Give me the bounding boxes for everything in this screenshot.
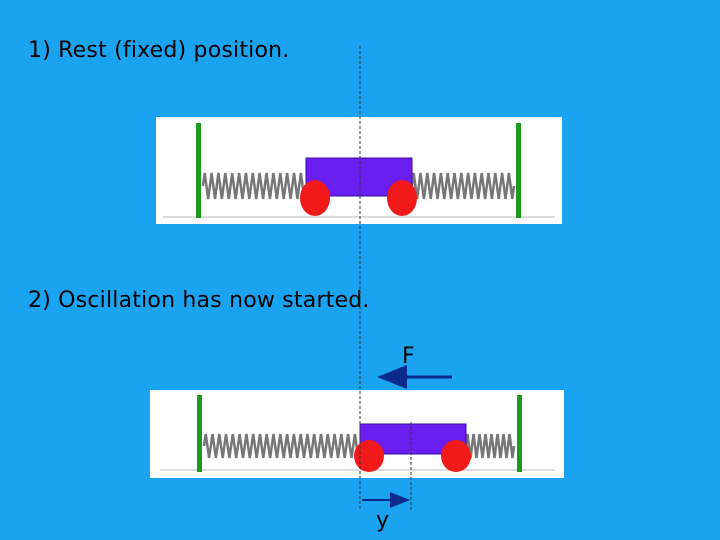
force-label: F	[402, 344, 415, 369]
cart-wheel-right-oscillation	[441, 440, 471, 472]
cart-wheel-left-oscillation	[354, 440, 384, 472]
right-spring-oscillation	[464, 433, 516, 459]
cart-wheel-left-rest	[300, 180, 330, 216]
right-wall-oscillation	[517, 395, 522, 472]
caption-rest-position: 1) Rest (fixed) position.	[28, 38, 290, 63]
left-wall-oscillation	[197, 395, 202, 472]
right-spring-rest	[410, 172, 516, 200]
displacement-label: y	[376, 508, 390, 533]
left-spring-oscillation	[202, 433, 362, 459]
right-wall-rest	[516, 123, 521, 218]
cart-wheel-right-rest	[387, 180, 417, 216]
left-wall-rest	[196, 123, 201, 218]
caption-oscillation-started: 2) Oscillation has now started.	[28, 288, 370, 313]
left-spring-rest	[201, 172, 308, 200]
